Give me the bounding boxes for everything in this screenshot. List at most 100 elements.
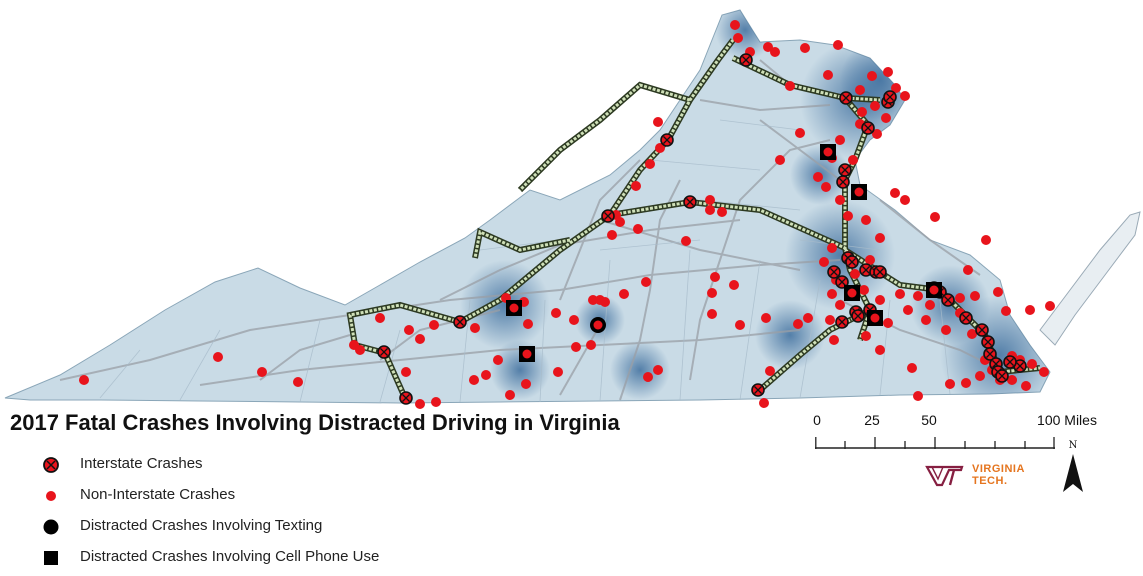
interstate-crash-marker [845,255,859,269]
non-interstate-crash-marker [881,113,891,123]
non-interstate-crash-marker [861,215,871,225]
non-interstate-crash-marker [717,207,727,217]
circle-x-icon [43,457,59,473]
scale-label-25: 25 [864,412,880,428]
cell-phone-crash-marker [867,310,883,326]
non-interstate-crash-marker [607,230,617,240]
map-title: 2017 Fatal Crashes Involving Distracted … [10,410,620,435]
non-interstate-crash-marker [653,117,663,127]
interstate-crash-marker [751,383,765,397]
interstate-crash-marker [660,133,674,147]
non-interstate-crash-marker [821,182,831,192]
non-interstate-crash-marker [843,211,853,221]
non-interstate-crash-marker [850,269,860,279]
legend-item-interstate: Interstate Crashes [40,452,460,483]
non-interstate-crash-marker [870,101,880,111]
non-interstate-crash-marker [785,81,795,91]
non-interstate-crash-marker [643,372,653,382]
non-interstate-crash-marker [523,319,533,329]
non-interstate-crash-marker [981,235,991,245]
non-interstate-crash-marker [941,325,951,335]
black-square-icon [44,551,58,565]
non-interstate-crash-marker [913,391,923,401]
non-interstate-crash-marker [835,300,845,310]
non-interstate-crash-marker [404,325,414,335]
non-interstate-crash-marker [401,367,411,377]
non-interstate-crash-marker [619,289,629,299]
scale-bar: 0 25 50 100 Miles [800,412,1100,452]
non-interstate-crash-marker [293,377,303,387]
north-arrow-icon [1063,454,1083,492]
cell-phone-crash-marker [844,285,860,301]
scale-label-50: 50 [921,412,937,428]
non-interstate-crash-marker [355,345,365,355]
vt-logo-icon [925,465,964,487]
non-interstate-crash-marker [415,334,425,344]
non-interstate-crash-marker [761,313,771,323]
non-interstate-crash-marker [890,188,900,198]
non-interstate-crash-marker [705,195,715,205]
non-interstate-crash-marker [431,397,441,407]
non-interstate-crash-marker [833,40,843,50]
interstate-crash-marker [1003,355,1017,369]
non-interstate-crash-marker [586,340,596,350]
non-interstate-crash-marker [827,289,837,299]
non-interstate-crash-marker [79,375,89,385]
non-interstate-crash-marker [641,277,651,287]
non-interstate-crash-marker [813,172,823,182]
interstate-crash-marker [838,163,852,177]
interstate-crash-marker [453,315,467,329]
interstate-crash-marker [941,293,955,307]
legend-label-interstate: Interstate Crashes [80,455,203,472]
non-interstate-crash-marker [1039,367,1049,377]
north-arrow: N [1058,440,1088,495]
non-interstate-crash-marker [710,272,720,282]
non-interstate-crash-marker [735,320,745,330]
non-interstate-crash-marker [1025,305,1035,315]
non-interstate-crash-marker [588,295,598,305]
non-interstate-crash-marker [551,308,561,318]
non-interstate-crash-marker [891,83,901,93]
non-interstate-crash-marker [963,265,973,275]
non-interstate-crash-marker [653,365,663,375]
non-interstate-crash-marker [803,313,813,323]
non-interstate-crash-marker [835,195,845,205]
non-interstate-crash-marker [505,390,515,400]
black-circle-icon [43,519,59,535]
scale-bar-line [815,437,1055,449]
non-interstate-crash-marker [900,91,910,101]
non-interstate-crash-marker [848,155,858,165]
interstate-crash-marker [839,91,853,105]
non-interstate-crash-marker [429,320,439,330]
non-interstate-crash-marker [955,293,965,303]
non-interstate-crash-marker [1027,359,1037,369]
non-interstate-crash-marker [975,371,985,381]
non-interstate-crash-marker [1021,381,1031,391]
non-interstate-crash-marker [257,367,267,377]
non-interstate-crash-marker [655,143,665,153]
interstate-crash-marker [883,90,897,104]
non-interstate-crash-marker [883,67,893,77]
legend: Interstate Crashes Non-Interstate Crashe… [40,452,460,576]
non-interstate-crash-marker [855,85,865,95]
vt-logo-text: VIRGINIA TECH. [972,463,1025,487]
scale-label-100: 100 Miles [1037,412,1097,428]
non-interstate-crash-marker [631,181,641,191]
non-interstate-crash-marker [857,107,867,117]
non-interstate-crash-marker [861,331,871,341]
non-interstate-crash-marker [553,367,563,377]
non-interstate-crash-marker [705,205,715,215]
vt-logo-line2: TECH. [972,475,1008,487]
vt-logo-line1: VIRGINIA [972,463,1025,475]
non-interstate-crash-marker [733,33,743,43]
non-interstate-crash-marker [993,287,1003,297]
non-interstate-crash-marker [925,300,935,310]
non-interstate-crash-marker [913,291,923,301]
interstate-crash-marker [851,309,865,323]
interstate-crash-marker [975,323,989,337]
non-interstate-crash-marker [415,399,425,409]
non-interstate-crash-marker [481,370,491,380]
non-interstate-crash-marker [470,323,480,333]
crash-markers [79,20,1055,409]
non-interstate-crash-marker [1045,301,1055,311]
